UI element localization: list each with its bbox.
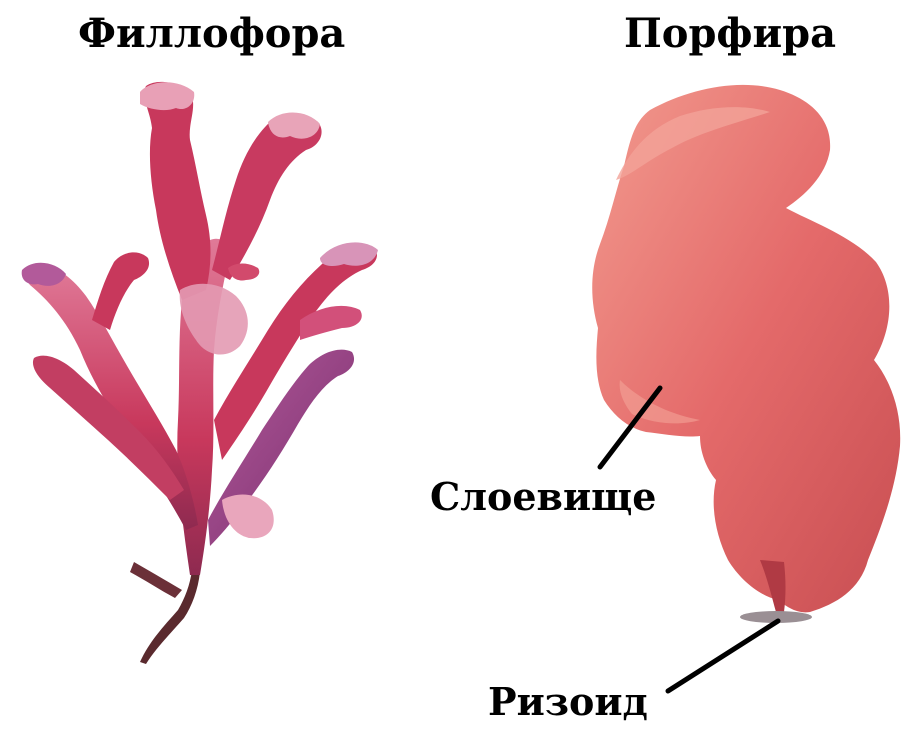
- thallus-label: Слоевище: [430, 478, 656, 516]
- rhizoid-label: Ризоид: [488, 683, 648, 721]
- phyllophora-lobe: [222, 495, 274, 539]
- phyllophora-holdfast: [130, 562, 182, 598]
- phyllophora-lobe-tip: [268, 112, 320, 138]
- phyllophora-lobe: [212, 114, 322, 280]
- porphyra-title: Порфира: [624, 14, 836, 54]
- phyllophora-twig: [228, 264, 259, 281]
- phyllophora-illustration: [22, 82, 378, 664]
- phyllophora-title: Филлофора: [78, 14, 345, 54]
- porphyra-illustration: [592, 85, 900, 623]
- phyllophora-lobe-tip: [140, 82, 194, 110]
- phyllophora-branch-left: [92, 252, 149, 330]
- rhizoid-pointer-line: [668, 621, 778, 691]
- phyllophora-lobe: [144, 82, 210, 300]
- phyllophora-lobe-tip: [22, 263, 66, 286]
